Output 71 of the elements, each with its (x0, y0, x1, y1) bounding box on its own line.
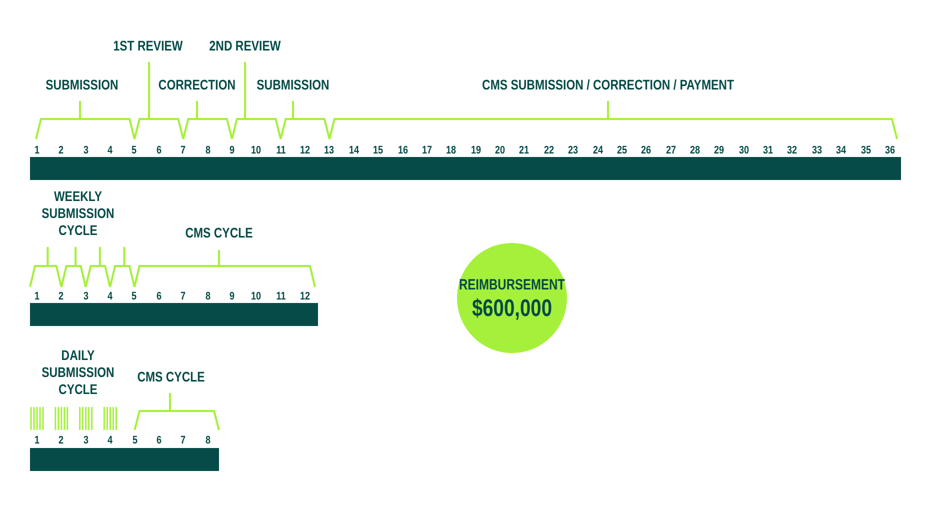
tick-number: 12 (300, 144, 310, 158)
tick-number: 1 (34, 144, 40, 158)
tick-number: 14 (348, 144, 359, 158)
tick-number: 25 (616, 144, 627, 158)
tick-number: 31 (763, 144, 774, 158)
tick-number: 4 (108, 144, 113, 158)
tick-number: 13 (324, 144, 334, 158)
tick-number: 8 (205, 290, 210, 304)
tick-number: 17 (422, 144, 432, 158)
bracket-label: SUBMISSION (256, 76, 330, 94)
bracket-label: 2ND REVIEW (209, 38, 281, 54)
tick-number: 8 (205, 434, 210, 448)
tick-number: 21 (519, 144, 530, 158)
bracket-label: CMS CYCLE (137, 368, 205, 386)
bracket-label: CMS SUBMISSION / CORRECTION / PAYMENT (482, 76, 734, 94)
tick-number: 22 (544, 144, 554, 158)
tick-number: 20 (495, 144, 506, 158)
tick-number: 5 (132, 144, 137, 158)
tick-number: 6 (156, 434, 162, 448)
tick-number: 9 (229, 290, 234, 304)
amount-text: $600,000 (472, 295, 552, 323)
tick-number: 10 (251, 144, 262, 158)
tick-number: 11 (276, 144, 286, 158)
tick-number: 6 (156, 290, 162, 304)
tick-number: 36 (884, 144, 895, 158)
tick-number: 18 (446, 144, 456, 158)
tick-number: 4 (108, 434, 113, 448)
tick-number: 3 (83, 434, 88, 448)
tick-number: 34 (836, 144, 846, 158)
tick-number: 30 (738, 144, 749, 158)
tick-number: 11 (276, 290, 286, 304)
bracket-label: CMS CYCLE (185, 224, 253, 242)
timeline-bar (30, 303, 318, 326)
tick-number: 2 (58, 434, 64, 448)
tick-number: 28 (690, 144, 700, 158)
tick-number: 23 (568, 144, 578, 158)
tick-number: 16 (398, 144, 408, 158)
tick-number: 32 (787, 144, 798, 158)
tick-number: 1 (34, 290, 40, 304)
tick-number: 19 (470, 144, 481, 158)
tick-number: 7 (180, 290, 186, 304)
tick-number: 26 (641, 144, 652, 158)
timeline-bar (30, 448, 219, 471)
tick-number: 4 (108, 290, 113, 304)
tick-number: 35 (860, 144, 871, 158)
tick-number: 2 (58, 144, 64, 158)
circle-heading: REIMBURSEMENT (459, 276, 565, 294)
tick-number: 3 (83, 290, 88, 304)
tick-number: 9 (229, 144, 234, 158)
bracket-label: SUBMISSION (46, 76, 118, 94)
tick-number: 6 (156, 144, 162, 158)
tick-number: 7 (180, 434, 186, 448)
tick-number: 10 (251, 290, 262, 304)
tick-number: 5 (132, 290, 137, 304)
timeline-bar (30, 157, 901, 180)
tick-number: 7 (180, 144, 186, 158)
bracket-label: CORRECTION (158, 76, 236, 94)
bracket-label: 1ST REVIEW (113, 38, 183, 54)
tick-number: 29 (714, 144, 724, 158)
bracket-label: WEEKLY SUBMISSION CYCLE (40, 188, 116, 238)
tick-number: 33 (812, 144, 822, 158)
tick-number: 5 (132, 434, 138, 448)
tick-number: 27 (666, 144, 676, 158)
tick-number: 8 (205, 144, 210, 158)
tick-number: 2 (58, 290, 64, 304)
tick-number: 24 (592, 144, 603, 158)
tick-number: 1 (34, 434, 40, 448)
tick-number: 15 (373, 144, 384, 158)
bracket-label: DAILY SUBMISSION CYCLE (40, 346, 116, 398)
tick-number: 12 (300, 290, 310, 304)
tick-number: 3 (83, 144, 88, 158)
